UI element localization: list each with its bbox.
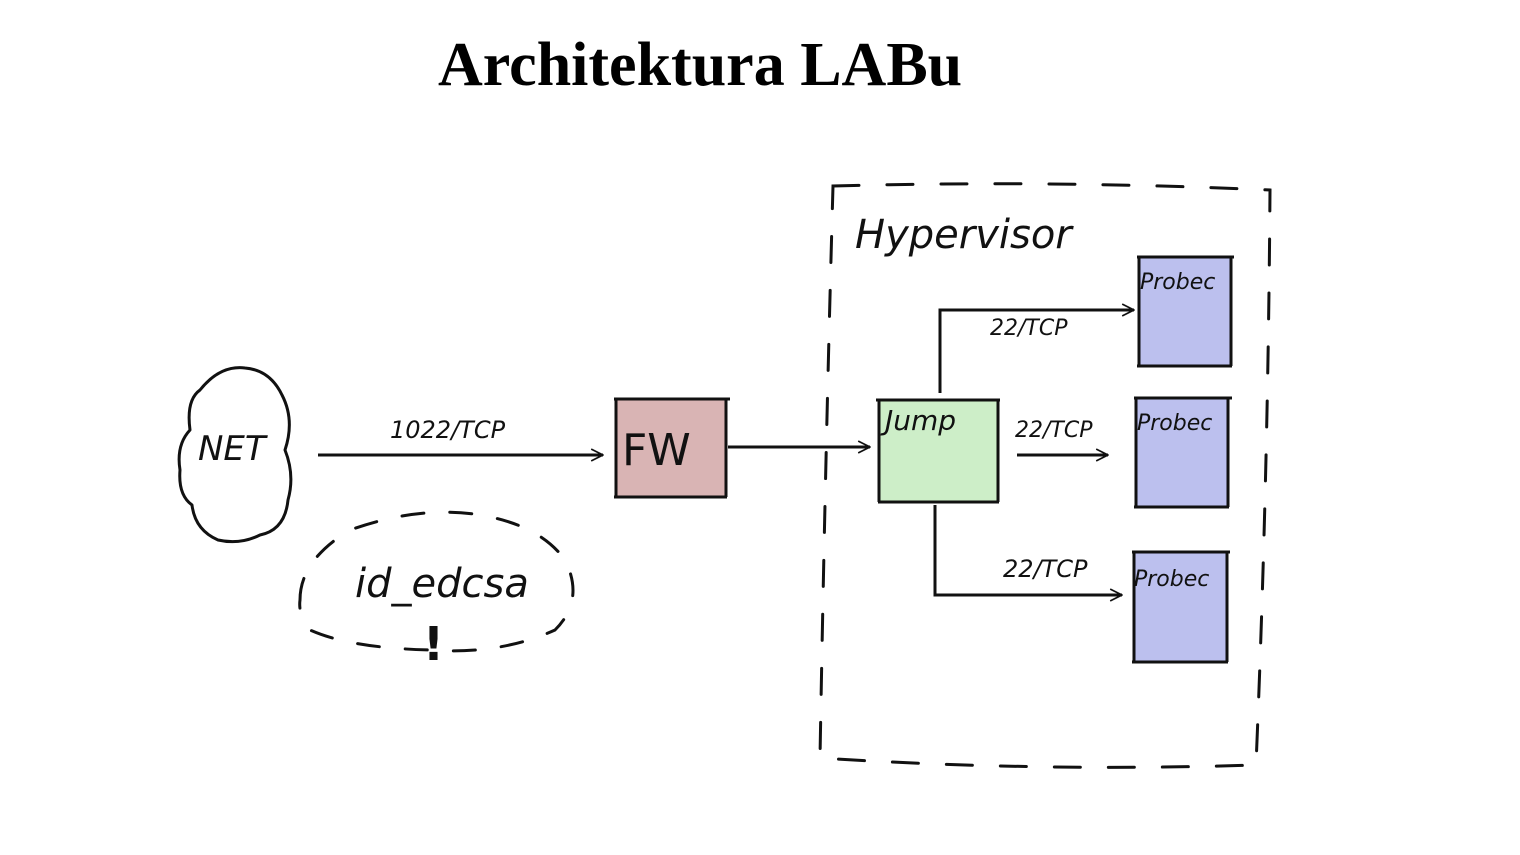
firewall-box — [616, 399, 727, 497]
hypervisor-boundary: Hypervisor — [818, 182, 1272, 769]
vm-box — [1136, 399, 1228, 507]
vm-label: Probec — [1137, 411, 1212, 436]
vm-node-2: Probec — [1134, 396, 1232, 509]
vm-label: Probec — [1140, 270, 1215, 295]
edge-jump-vm3: 22/TCP — [933, 505, 1123, 602]
edge-label: 22/TCP — [1015, 418, 1093, 443]
jump-label: Jump — [880, 404, 956, 437]
vm-box — [1139, 258, 1231, 366]
ssh-key-note: id_edcsa ! — [298, 510, 575, 671]
vm-box — [1134, 553, 1227, 661]
cloud-icon — [177, 366, 293, 544]
key-label: id_edcsa — [355, 561, 529, 607]
firewall-label: FW — [622, 425, 691, 476]
vm-node-3: Probec — [1132, 550, 1230, 664]
edge-internet-firewall: 1022/TCP — [318, 416, 604, 462]
internet-node: NET — [177, 366, 293, 544]
edge-label: 22/TCP — [1003, 555, 1088, 583]
warning-mark: ! — [423, 617, 444, 671]
vm-label: Probec — [1134, 567, 1209, 592]
edge-label: 22/TCP — [990, 316, 1068, 341]
vm-node-1: Probec — [1137, 255, 1234, 368]
edge-label: 1022/TCP — [390, 416, 506, 444]
page-title: Architektura LABu — [438, 31, 963, 99]
internet-label: NET — [198, 429, 268, 469]
hypervisor-label: Hypervisor — [855, 212, 1074, 258]
jump-box — [879, 401, 998, 501]
edge-jump-vm1: 22/TCP — [938, 303, 1135, 393]
firewall-node: FW — [614, 397, 730, 499]
jump-node: Jump — [876, 398, 1000, 504]
edge-jump-vm2: 22/TCP — [1015, 418, 1109, 462]
